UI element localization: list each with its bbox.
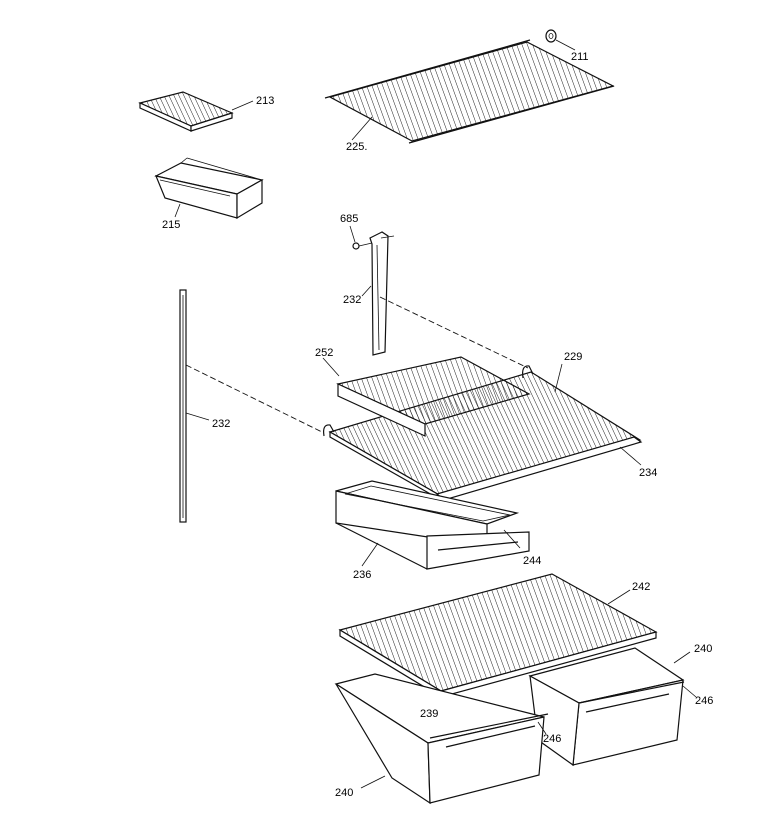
label-234: 234 — [639, 467, 657, 479]
label-236: 236 — [353, 569, 371, 581]
part-215-bin — [154, 157, 264, 220]
label-229: 229 — [564, 351, 582, 363]
label-244: 244 — [523, 555, 541, 567]
part-240-crisper-left — [334, 673, 549, 805]
part-685-screw — [349, 225, 373, 250]
label-240-right: 240 — [694, 643, 712, 655]
label-239: 239 — [420, 708, 438, 720]
label-242: 242 — [632, 581, 650, 593]
part-232-rail-center — [361, 231, 395, 356]
part-236-drawer — [335, 480, 530, 570]
label-225: 225. — [346, 141, 367, 153]
label-232-left: 232 — [212, 418, 230, 430]
part-252-shelf-cover — [322, 356, 531, 437]
label-211: 211 — [571, 51, 589, 63]
label-232-center: 232 — [343, 294, 361, 306]
part-211-nut — [545, 29, 576, 51]
alignment-lines — [185, 296, 529, 433]
part-213-ice-tray — [138, 91, 254, 132]
label-252: 252 — [315, 347, 333, 359]
part-225-wire-shelf — [324, 39, 615, 144]
label-240-left: 240 — [335, 787, 353, 799]
label-215: 215 — [162, 219, 180, 231]
label-246-right: 246 — [695, 695, 713, 707]
part-232-rail-left — [179, 289, 210, 523]
part-240-crisper-right — [528, 647, 697, 767]
label-213: 213 — [256, 95, 274, 107]
label-685: 685 — [340, 213, 358, 225]
label-246-left: 246 — [543, 733, 561, 745]
